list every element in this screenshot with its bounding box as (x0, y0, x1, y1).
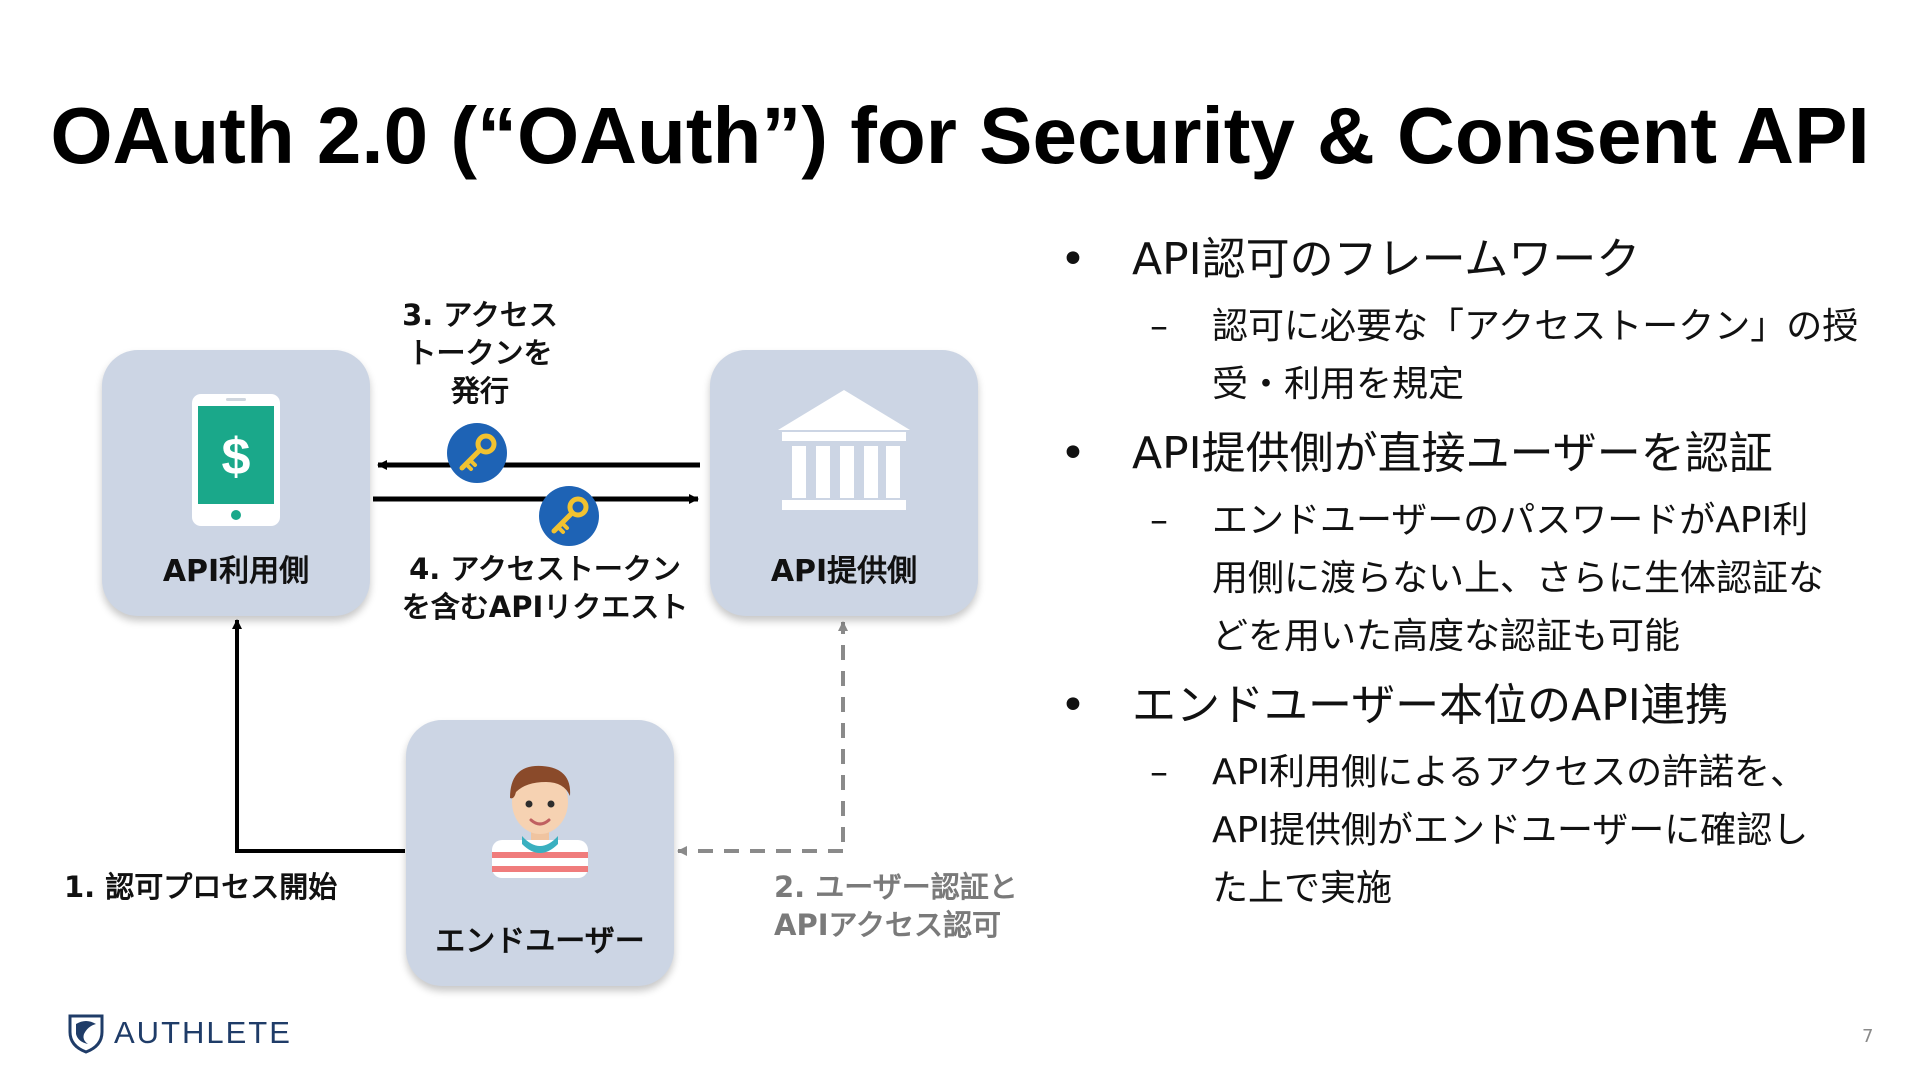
authlete-logo: AUTHLETE (66, 1012, 292, 1054)
sub-bullet-marker: – (1150, 306, 1168, 347)
step2-line: APIアクセス認可 (774, 908, 1002, 942)
sub-bullet-line: エンドユーザーのパスワードがAPI利 (1212, 500, 1809, 541)
arrow-step1 (232, 619, 405, 853)
step3-line: 3. アクセス (402, 298, 558, 332)
sub-bullet-item: – エンドユーザーのパスワードがAPI利 用側に渡らない上、さらに生体認証な ど… (1060, 492, 1900, 666)
bullet-item: • エンドユーザー本位のAPI連携 (1060, 674, 1900, 738)
sub-bullet-item: – API利用側によるアクセスの許諾を、 API提供側がエンドユーザーに確認し … (1060, 744, 1900, 918)
api-provider-box: API提供側 (710, 350, 978, 616)
bullet-marker: • (1060, 428, 1086, 479)
phone-dollar-icon: $ (192, 394, 280, 526)
bullet-marker: • (1060, 680, 1086, 731)
step3-line: 発行 (450, 374, 509, 408)
authlete-logo-icon (68, 1014, 104, 1054)
bullet-item: • API認可のフレームワーク (1060, 228, 1900, 292)
step4-line: 4. アクセストークン (409, 552, 681, 586)
sub-bullet-line: 認可に必要な「アクセストークン」の授 (1212, 306, 1859, 347)
api-client-box: $ API利用側 (102, 350, 370, 616)
step2-label: 2. ユーザー認証と APIアクセス認可 (774, 868, 1018, 944)
sub-bullet-line: API提供側がエンドユーザーに確認し (1212, 810, 1809, 851)
api-client-label: API利用側 (162, 554, 310, 589)
sub-bullet-item: – 認可に必要な「アクセストークン」の授 受・利用を規定 (1060, 298, 1900, 414)
page-number: 7 (1862, 1026, 1874, 1047)
bullet-marker: • (1060, 234, 1086, 285)
key-icon (539, 486, 599, 546)
user-avatar-icon (492, 765, 588, 878)
api-provider-label: API提供側 (770, 554, 918, 589)
sub-bullet-marker: – (1150, 752, 1168, 793)
sub-bullet-marker: – (1150, 500, 1168, 541)
step1-line: 1. 認可プロセス開始 (64, 870, 338, 904)
sub-bullet-line: 受・利用を規定 (1212, 364, 1465, 405)
key-icon (447, 423, 507, 483)
bullet-list: • API認可のフレームワーク – 認可に必要な「アクセストークン」の授 受・利… (1060, 228, 1900, 926)
bullet-text: エンドユーザー本位のAPI連携 (1132, 680, 1729, 731)
bullet-text: API認可のフレームワーク (1132, 234, 1641, 285)
step2-line: 2. ユーザー認証と (774, 870, 1018, 904)
slide-title: OAuth 2.0 (“OAuth”) for Security & Conse… (50, 91, 1870, 180)
step3-line: トークンを (407, 336, 553, 370)
authlete-logo-text: AUTHLETE (114, 1015, 292, 1050)
end-user-label: エンドユーザー (435, 924, 645, 959)
sub-bullet-line: た上で実施 (1212, 868, 1393, 909)
step4-label: 4. アクセストークン を含むAPIリクエスト (400, 550, 690, 626)
sub-bullet-line: 用側に渡らない上、さらに生体認証な (1212, 558, 1825, 599)
sub-bullet-line: どを用いた高度な認証も可能 (1212, 616, 1681, 657)
bank-building-icon (778, 390, 910, 510)
step1-label: 1. 認可プロセス開始 (64, 868, 337, 906)
step4-line: を含むAPIリクエスト (401, 590, 689, 624)
sub-bullet-line: API利用側によるアクセスの許諾を、 (1212, 752, 1807, 793)
bullet-text: API提供側が直接ユーザーを認証 (1132, 428, 1773, 479)
step3-label: 3. アクセス トークンを 発行 (375, 296, 585, 410)
bullet-item: • API提供側が直接ユーザーを認証 (1060, 422, 1900, 486)
svg-text:$: $ (222, 428, 251, 486)
end-user-box: エンドユーザー (406, 720, 674, 986)
